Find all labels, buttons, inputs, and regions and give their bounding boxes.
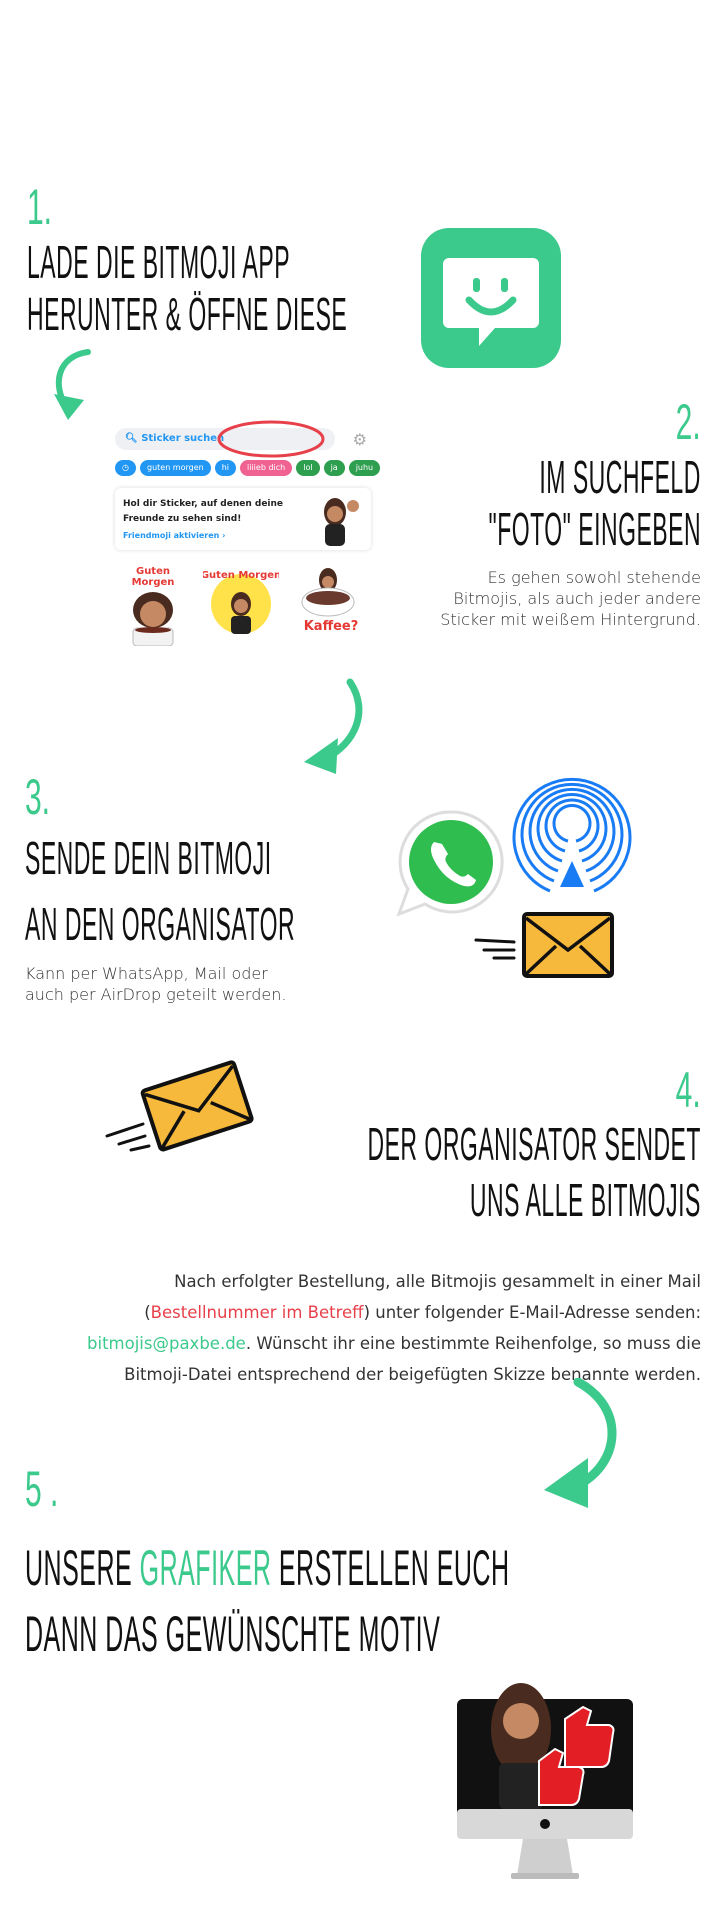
bitmoji-avatar — [324, 498, 359, 546]
friendmoji-link[interactable]: Friendmoji aktivieren › — [123, 531, 226, 540]
step-3-description: Kann per WhatsApp, Mail oder auch per Ai… — [25, 963, 286, 1005]
desc-line: Es gehen sowohl stehende — [487, 568, 701, 587]
step-4-title-line1: Der Organisator sendet — [367, 1118, 701, 1170]
sticker-search-input[interactable]: 🔍︎ Sticker suchen — [115, 428, 335, 450]
card-text: Hol dir Sticker, auf denen deine Freunde… — [123, 499, 284, 524]
step-3-number: 3. — [25, 769, 51, 825]
bitmoji-app-icon[interactable] — [421, 228, 561, 368]
step-1-title-line2: herunter & öffne diese — [27, 288, 348, 340]
chip[interactable]: lol — [296, 460, 320, 476]
friendmoji-card: Hol dir Sticker, auf denen deine Freunde… — [115, 488, 371, 550]
airdrop-icon — [512, 777, 632, 893]
bitmoji-avatar — [301, 568, 355, 617]
gear-icon[interactable]: ⚙ — [352, 430, 367, 449]
desc-line: Kann per WhatsApp, Mail oder — [25, 964, 268, 983]
sticker-guten-morgen-sun[interactable]: Guten Morgen — [201, 566, 281, 638]
order-number-note: Bestellnummer im Betreff — [150, 1303, 364, 1322]
chip[interactable]: juhu — [348, 460, 381, 476]
para-text: . Wünscht ihr eine bestimmte Reihenfolge… — [124, 1334, 701, 1384]
red-circle-highlight — [217, 420, 325, 458]
whatsapp-icon — [396, 810, 504, 917]
flying-envelope-icon — [474, 912, 614, 978]
step-2-description: Es gehen sowohl stehende Bitmojis, als a… — [381, 567, 701, 630]
step-4-title-line2: uns alle Bitmojis — [470, 1174, 701, 1226]
bitmoji-avatar — [132, 592, 174, 647]
step-2-number: 2. — [675, 394, 701, 450]
email-link[interactable]: bitmojis@paxbe.de — [87, 1334, 246, 1353]
imac-bitmoji-illustration — [457, 1683, 633, 1879]
chip[interactable]: ja — [323, 460, 345, 476]
desc-line: Sticker mit weißem Hintergrund. — [440, 610, 701, 629]
sticker-kaffee[interactable]: Kaffee? — [291, 566, 371, 638]
title-highlight: Grafiker — [139, 1540, 272, 1596]
desc-line: auch per AirDrop geteilt werden. — [25, 985, 287, 1004]
para-text: ) unter folgender E-Mail-Adresse senden: — [363, 1303, 701, 1322]
step-3-title-line2: an den Organisator — [25, 898, 296, 950]
curved-arrow-icon — [304, 678, 363, 774]
chip[interactable]: hi — [214, 460, 237, 476]
desc-line: Bitmojis, als auch jeder andere — [453, 589, 701, 608]
curved-arrow-icon — [54, 349, 91, 420]
step-3-title-line1: Sende dein Bitmoji — [25, 832, 272, 884]
step-5-number: 5 . — [25, 1461, 59, 1517]
sticker-label: Kaffee? — [303, 619, 359, 634]
sticker-label: Guten Morgen — [131, 566, 175, 588]
search-icon: 🔍︎ — [125, 433, 138, 444]
step-4-number: 4. — [675, 1062, 701, 1118]
step-1-title-line1: Lade die Bitmoji App — [27, 236, 291, 288]
step-2-title-line2: "Foto" eingeben — [488, 503, 701, 555]
step-2-title-line1: Im Suchfeld — [539, 451, 701, 503]
flying-envelope-icon — [105, 1060, 254, 1152]
sticker-search-screenshot: 🔍︎ Sticker suchen ⚙ ◷ guten morgen hi li… — [113, 420, 381, 647]
sticker-label: Guten Morgen — [203, 570, 279, 581]
step-5-title-line1: Unsere Grafiker erstellen euch — [25, 1543, 510, 1593]
step-5-title-line2: dann das gewünschte Motiv — [25, 1606, 441, 1662]
step-4-description: Nach erfolgter Bestellung, alle Bitmojis… — [81, 1266, 701, 1390]
curved-arrow-icon — [544, 1378, 617, 1508]
title-text: Unsere — [25, 1540, 140, 1596]
para-text: Nach erfolgter Bestellung, alle Bitmojis… — [144, 1272, 701, 1322]
title-text: erstellen euch — [271, 1540, 510, 1596]
search-placeholder: Sticker suchen — [141, 433, 225, 444]
step-1-number: 1. — [27, 179, 53, 235]
sticker-chips: ◷ guten morgen hi liiieb dich lol ja juh… — [115, 460, 381, 476]
chip[interactable]: guten morgen — [139, 460, 211, 476]
sticker-guten-morgen[interactable]: Guten Morgen — [113, 566, 193, 647]
friendmoji-link-label: Friendmoji aktivieren — [123, 531, 220, 540]
bitmoji-avatar: Guten Morgen — [201, 570, 281, 634]
recent-icon[interactable]: ◷ — [115, 460, 136, 476]
chip[interactable]: liiieb dich — [240, 460, 293, 476]
